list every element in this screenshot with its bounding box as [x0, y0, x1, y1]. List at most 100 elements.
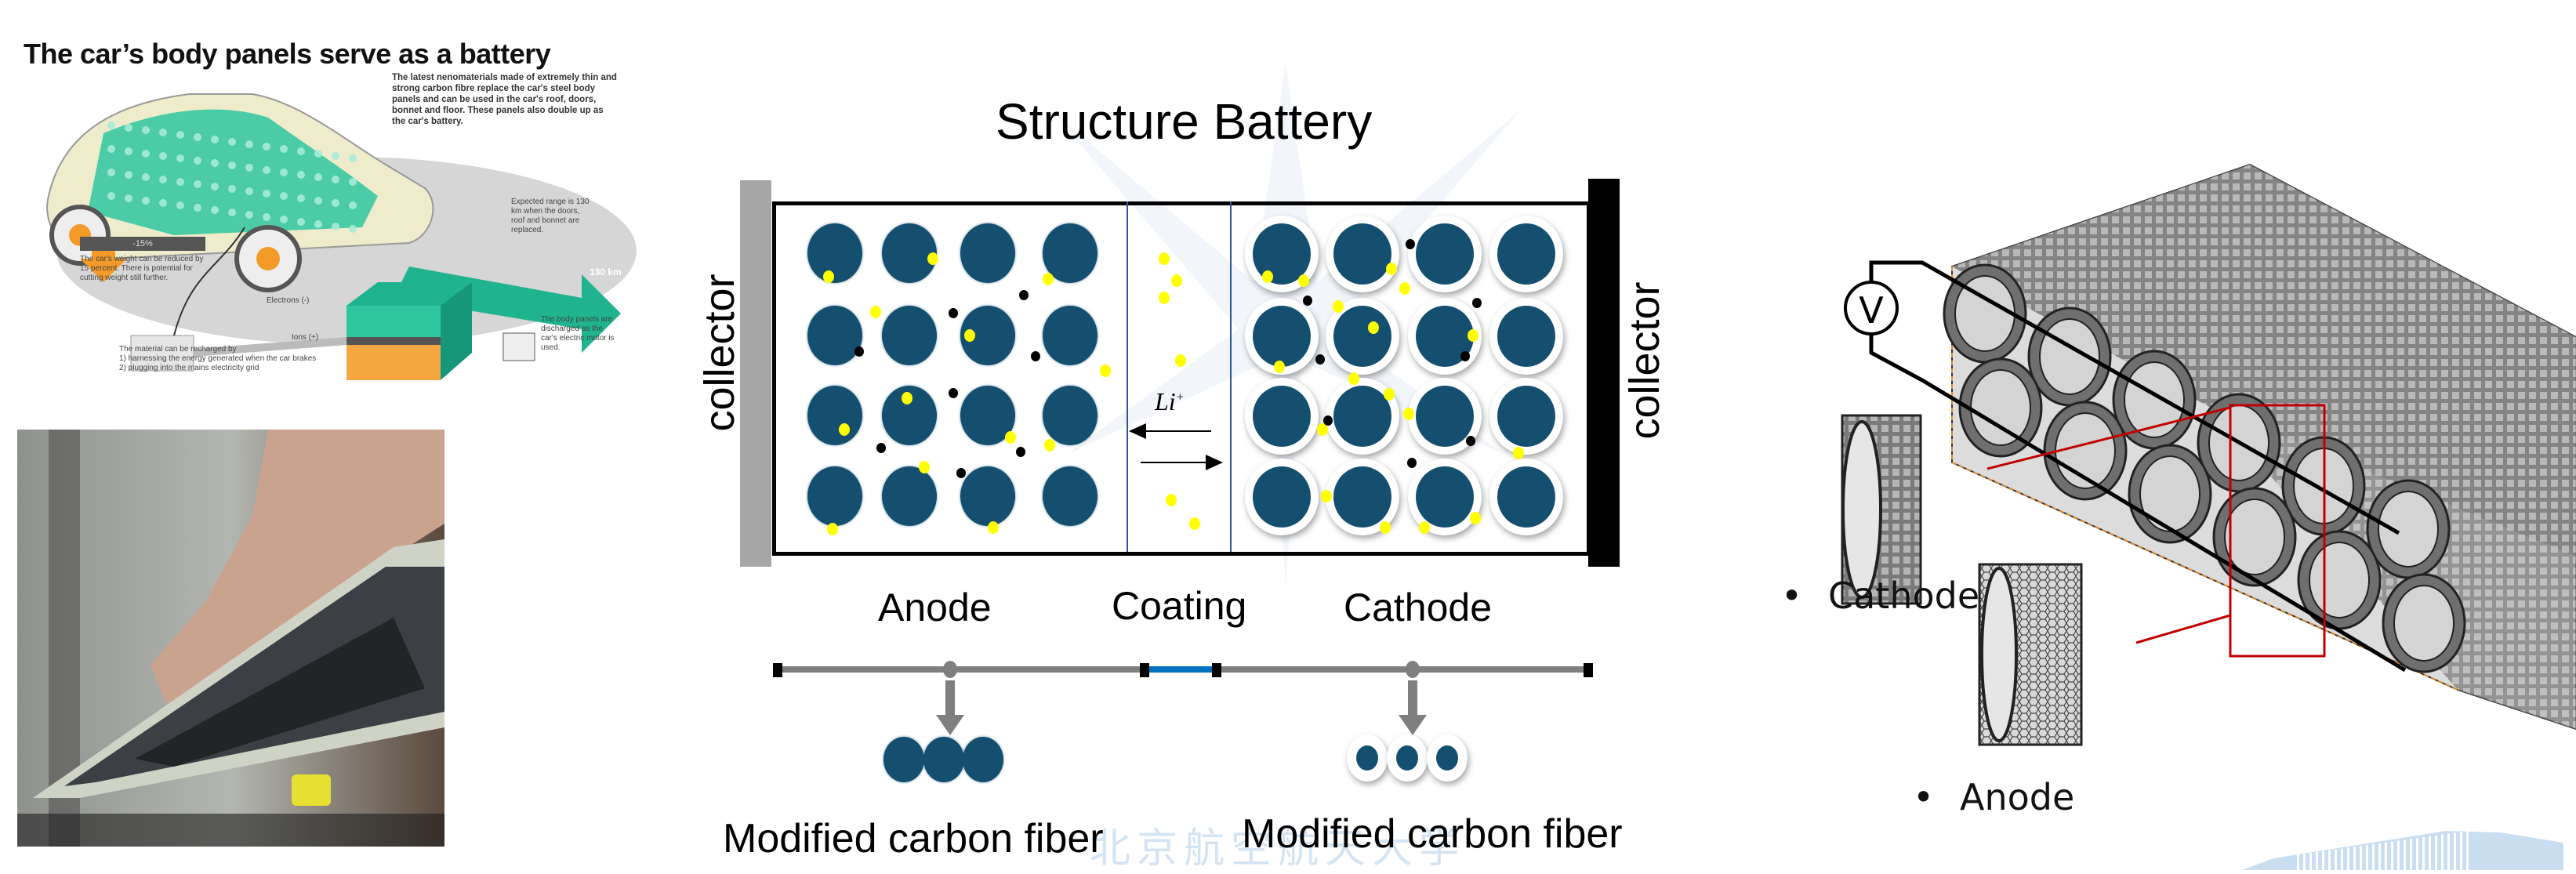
fiber-core — [1253, 306, 1311, 367]
coating-label: Coating — [1112, 584, 1247, 628]
cell-dot — [228, 161, 236, 169]
anode-fiber-caption: Modified carbon fiber — [723, 816, 1104, 861]
cell-dot — [297, 171, 305, 179]
cell-dot — [280, 145, 288, 153]
cell-dot — [142, 150, 150, 158]
cathode-fiber — [1326, 459, 1399, 535]
lithium-ion — [1262, 270, 1273, 283]
cell-dot — [263, 143, 270, 151]
cell-dot — [159, 152, 167, 160]
cell-dot — [107, 192, 115, 200]
range-text: Expected range is 130 km when the doors,… — [511, 198, 590, 234]
ion-flow-arrows — [1129, 423, 1223, 470]
cell-dot — [211, 159, 219, 167]
lithium-ion — [1274, 361, 1285, 373]
fiber-core — [1333, 223, 1391, 285]
cell-dot — [176, 201, 184, 209]
anode-legend: •Anode — [1913, 776, 2074, 818]
cathode-label: Cathode — [1344, 586, 1493, 629]
coating-separator — [1127, 201, 1232, 552]
cathode-fiber — [1489, 298, 1563, 375]
anode-sample-fiber — [883, 737, 924, 782]
arrow-right-icon — [1206, 455, 1223, 470]
lithium-ion — [823, 270, 834, 283]
range-value: 130 km — [590, 267, 622, 277]
electron — [956, 468, 966, 478]
discharge-text: The body panels are discharged as the ca… — [541, 315, 615, 352]
electron — [1016, 447, 1025, 457]
anode-sample-fiber — [923, 737, 964, 782]
cell-dot — [107, 145, 115, 153]
battery-cell-box — [772, 201, 1591, 556]
cathode-fiber — [1245, 459, 1319, 535]
left-current-collector — [740, 180, 771, 567]
lithium-ion — [1419, 521, 1430, 534]
timeline-tick — [773, 663, 782, 677]
lithium-ion — [1175, 354, 1186, 367]
bullet-icon: • — [1781, 575, 1803, 617]
lithium-ion — [1171, 274, 1182, 287]
cell-dot — [159, 176, 167, 183]
cell-dot — [263, 190, 270, 198]
cell-dot — [349, 154, 357, 162]
electron — [1466, 436, 1475, 446]
left-collector-label: collector — [696, 274, 743, 432]
fiber-core — [1253, 386, 1311, 447]
lithium-ion — [1333, 300, 1344, 313]
cell-dot — [280, 169, 288, 176]
cell-dot — [107, 169, 115, 176]
cell-dot — [194, 133, 201, 141]
fiber-core — [1497, 386, 1555, 447]
fiber-core — [1356, 745, 1378, 771]
ions-label: Ions (+) — [292, 333, 319, 342]
electron — [1406, 239, 1415, 249]
cell-dot — [263, 213, 270, 221]
lithium-ion — [1159, 292, 1170, 304]
voltmeter-symbol: V — [1859, 289, 1884, 332]
cathode-fiber — [1489, 216, 1563, 292]
university-name-watermark: 北京航空航天大学 — [1090, 825, 1467, 872]
lithium-ion — [1100, 364, 1111, 377]
ion-charge: + — [1175, 390, 1185, 404]
lithium-ion — [1399, 282, 1410, 295]
fiber-core — [1333, 306, 1391, 367]
lithium-ion — [1166, 494, 1177, 506]
fiber-core — [1416, 386, 1474, 447]
cell-dot — [211, 136, 219, 143]
anode-fiber — [882, 466, 937, 526]
electron — [1407, 458, 1417, 468]
car-battery-infographic: The car’s body panels serve as a battery… — [17, 31, 637, 392]
cathode-legend: •Cathode — [1781, 575, 1979, 617]
cell-dot — [332, 176, 339, 183]
anode-fiber — [882, 223, 937, 283]
cell-dot — [245, 140, 253, 148]
anode-fiber — [960, 223, 1015, 283]
fiber-core — [1497, 466, 1555, 528]
anode-fiber — [1043, 386, 1098, 445]
electron — [1303, 296, 1312, 306]
cell-dot — [297, 147, 305, 155]
anode-fiber — [807, 466, 862, 526]
cathode-fiber — [1489, 378, 1563, 455]
fiber-core — [1253, 466, 1311, 528]
cell-dot — [194, 157, 201, 165]
electron — [1315, 354, 1325, 364]
fiber-core — [1416, 223, 1474, 285]
cell-dot — [263, 166, 270, 174]
lithium-ion — [1513, 447, 1524, 459]
cell-dot — [142, 126, 150, 134]
cell-dot — [297, 194, 305, 202]
fiber-core — [1497, 223, 1555, 285]
cell-dot — [176, 131, 184, 139]
cell-dot — [332, 199, 339, 207]
arrow-down-icon — [1399, 715, 1427, 735]
carbon-fiber-panel-photo — [17, 430, 444, 847]
recharge-text-1: The material can be recharged by — [119, 345, 237, 354]
lithium-ion — [1384, 388, 1395, 401]
lithium-ion — [1380, 521, 1391, 534]
fiber-core — [1436, 745, 1458, 771]
lithium-ion — [827, 523, 838, 535]
recharge-text-2: 1) harnessing the energy generated when … — [119, 354, 317, 363]
right-collector-label: collector — [1621, 281, 1668, 440]
cell-dot — [349, 178, 357, 186]
